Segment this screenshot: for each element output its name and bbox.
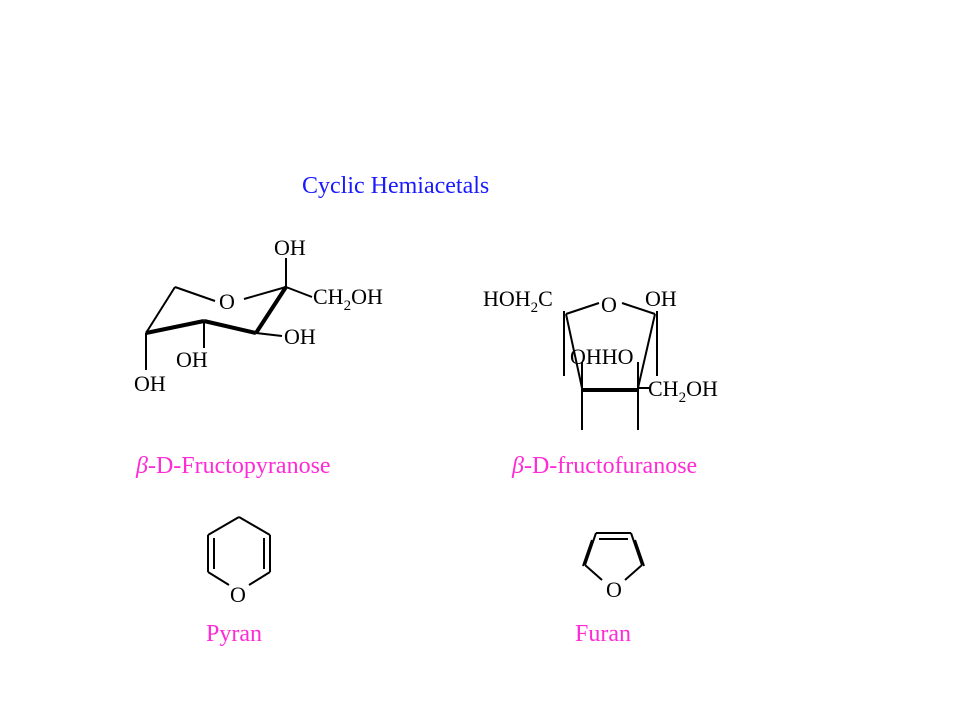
furan-bond: [584, 532, 597, 566]
furan-bond: [584, 564, 603, 581]
furan-bond: [624, 564, 643, 581]
furan-bond: [634, 539, 645, 567]
furan-ring-o-label: O: [606, 577, 622, 602]
pyranose-bottom-oh-label: OH: [134, 371, 166, 396]
pyranose-middle-oh-label: OH: [176, 347, 208, 372]
pyranose-bond: [203, 319, 257, 335]
pyranose-bond: [174, 286, 216, 302]
pyranose-ring-o-label: O: [219, 289, 235, 314]
furanose-bond: [565, 302, 600, 315]
fructopyranose-structure: OH O CH2OH OH OH OH: [134, 235, 383, 396]
furan-bond: [582, 539, 593, 567]
furanose-ch2oh-label: CH2OH: [648, 376, 718, 406]
pyranose-bond: [254, 285, 288, 335]
furan-structure: O: [582, 532, 645, 602]
furanose-hoh2c-label: HOH2C: [483, 286, 553, 316]
figure-title: Cyclic Hemiacetals: [302, 173, 489, 199]
pyranose-ch2oh-label: CH2OH: [313, 284, 383, 314]
furan-caption: Furan: [575, 621, 631, 647]
pyran-bond: [248, 571, 271, 586]
pyran-ring-o-label: O: [230, 582, 246, 607]
pyranose-bond: [145, 319, 205, 335]
pyranose-bond: [255, 332, 283, 337]
pyranose-right-oh-label: OH: [284, 324, 316, 349]
furanose-bond: [565, 313, 583, 389]
furanose-oh-ho-label: OHHO: [570, 344, 634, 369]
fructopyranose-caption: β-D-Fructopyranose: [135, 453, 331, 479]
pyran-bond: [207, 571, 230, 586]
pyranose-top-oh-label: OH: [274, 235, 306, 260]
pyran-bond: [238, 516, 271, 536]
pyran-caption: Pyran: [206, 621, 262, 647]
pyranose-bond: [243, 286, 287, 300]
fructofuranose-caption: β-D-fructofuranose: [511, 453, 697, 479]
furan-bond: [630, 532, 643, 566]
furanose-bond: [637, 313, 656, 389]
pyran-structure: O: [207, 516, 271, 607]
pyran-bond: [207, 516, 240, 536]
pyranose-bond: [285, 286, 313, 298]
furanose-bond: [621, 302, 656, 315]
fructofuranose-structure: HOH2C O OH OHHO CH2OH: [483, 286, 718, 430]
furanose-ring-o-label: O: [601, 292, 617, 317]
furanose-top-oh-label: OH: [645, 286, 677, 311]
pyranose-bond: [145, 286, 176, 334]
